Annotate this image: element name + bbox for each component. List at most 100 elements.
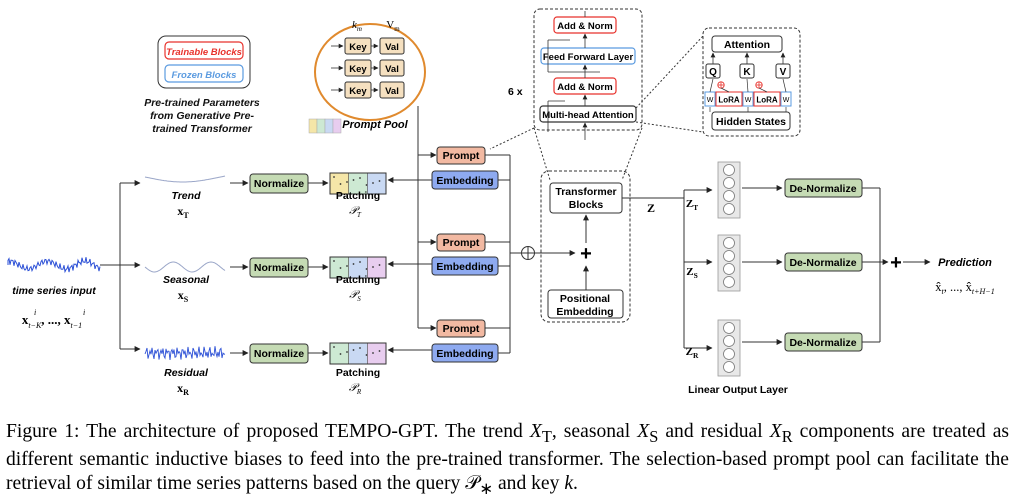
seasonal-patching-box bbox=[329, 256, 387, 279]
legend-trainable: Trainable Blocks bbox=[166, 47, 242, 58]
input-series: time series input xt−K, ..., xt−1 i i bbox=[7, 257, 101, 330]
lora-label: LoRA bbox=[756, 96, 778, 105]
caption-text-1: Figure 1: The architecture of proposed T… bbox=[6, 421, 530, 442]
prediction-formula: x̂t, ..., x̂t+H−1 bbox=[935, 280, 994, 296]
pool-connector bbox=[417, 106, 437, 331]
residual-normalize-label: Normalize bbox=[254, 348, 304, 360]
linear-column-1 bbox=[717, 234, 783, 292]
seasonal-label: Seasonal bbox=[163, 274, 210, 286]
pool-key-label: Key bbox=[349, 42, 367, 53]
seasonal-symbol: xS bbox=[178, 288, 189, 304]
pretrained-note-line2: from Generative Pre- bbox=[150, 110, 254, 122]
linear-column-0 bbox=[717, 161, 783, 219]
residual-patching-label: Patching bbox=[336, 367, 380, 379]
ffn-label: Feed Forward Layer bbox=[543, 52, 634, 63]
prediction-label: Prediction bbox=[938, 257, 992, 269]
caption-p: 𝒫 bbox=[465, 472, 480, 494]
repeat-label: 6 x bbox=[508, 86, 523, 98]
caption-xs-sub: S bbox=[649, 426, 659, 446]
input-branch-lines bbox=[100, 180, 141, 352]
trend-symbol: xT bbox=[177, 204, 189, 220]
pool-val-2 bbox=[379, 81, 405, 99]
caption-xt: X bbox=[529, 421, 542, 442]
pretrained-note: Pre-trained Parameters from Generative P… bbox=[144, 97, 260, 135]
caption-xr-sub: R bbox=[781, 426, 793, 446]
trend-patching-label: Patching bbox=[336, 190, 380, 202]
input-formula-sup2: i bbox=[83, 308, 85, 317]
denormalize-label: De-Normalize bbox=[789, 337, 856, 349]
prompt-pool-v-header: Vm bbox=[386, 19, 400, 33]
caption-text-4: components are treated as different sema… bbox=[6, 421, 1010, 494]
positional-label-2: Embedding bbox=[556, 306, 613, 318]
mha-label: Multi-head Attention bbox=[542, 110, 634, 121]
pool-key-label: Key bbox=[349, 86, 367, 97]
add-norm-bottom: Add & Norm bbox=[557, 82, 612, 93]
pool-val-0 bbox=[379, 37, 405, 55]
pretrained-note-line1: Pre-trained Parameters bbox=[144, 97, 260, 109]
residual-patching-box bbox=[329, 342, 387, 365]
z-sub-label-0: ZT bbox=[686, 198, 698, 212]
residual-symbol: xR bbox=[177, 381, 189, 397]
caption-xr: X bbox=[769, 421, 782, 442]
pool-key-label: Key bbox=[349, 64, 367, 75]
figure-caption: Figure 1: The architecture of proposed T… bbox=[6, 420, 1009, 500]
transformer-column: Transformer Blocks + Positional Embeddin… bbox=[540, 170, 631, 323]
caption-text-3: and residual bbox=[658, 421, 770, 442]
trend-label: Trend bbox=[172, 190, 202, 202]
trend-patching-symbol: 𝒫T bbox=[349, 205, 362, 219]
seasonal-patching-label: Patching bbox=[336, 274, 380, 286]
denormalize-label: De-Normalize bbox=[789, 257, 856, 269]
trend-normalize-label: Normalize bbox=[254, 178, 304, 190]
transformer-label-2: Blocks bbox=[569, 199, 604, 211]
residual-patching-symbol: 𝒫R bbox=[349, 382, 362, 396]
input-label: time series input bbox=[12, 285, 96, 297]
concat-circle bbox=[521, 246, 535, 260]
sum-lines bbox=[862, 187, 931, 343]
linear-column-2 bbox=[717, 319, 783, 377]
z-output bbox=[622, 187, 713, 351]
k-label: K bbox=[743, 67, 751, 78]
v-label: V bbox=[780, 67, 787, 78]
concat-lines bbox=[485, 154, 576, 354]
w-label: W bbox=[745, 97, 752, 104]
pool-val-label: Val bbox=[385, 86, 399, 97]
legend-box: Trainable Blocks Frozen Blocks bbox=[157, 35, 251, 89]
prompt-pool-k-header: km bbox=[352, 19, 362, 33]
caption-text-5: and key bbox=[493, 472, 565, 494]
seasonal-patching-symbol: 𝒫S bbox=[349, 289, 361, 303]
architecture-figure: Trainable Blocks Frozen Blocks Pre-train… bbox=[7, 8, 995, 397]
plus-sign: + bbox=[580, 243, 592, 265]
residual-wave bbox=[144, 346, 226, 361]
trend-patching-box bbox=[329, 172, 387, 195]
pretrained-note-line3: trained Transformer bbox=[152, 123, 252, 135]
linear-output-label: Linear Output Layer bbox=[688, 384, 788, 396]
w-label: W bbox=[707, 97, 714, 104]
embedding-label: Embedding bbox=[436, 261, 493, 273]
caption-p-sub: ∗ bbox=[479, 478, 494, 498]
prompt-pool-title: Prompt Pool bbox=[342, 119, 408, 131]
q-label: Q bbox=[709, 67, 717, 78]
add-norm-top: Add & Norm bbox=[557, 21, 612, 32]
transformer-detail: 6 x Add & Norm Feed Forward Layer Add & … bbox=[508, 8, 643, 140]
pool-val-label: Val bbox=[385, 64, 399, 75]
legend-frozen: Frozen Blocks bbox=[172, 70, 237, 81]
z-sub-label-1: ZS bbox=[686, 266, 698, 280]
zoom-lines-2 bbox=[635, 35, 704, 133]
prompt-pool-swatch bbox=[308, 118, 342, 134]
caption-k: k bbox=[564, 472, 574, 494]
denormalize-label: De-Normalize bbox=[789, 183, 856, 195]
trend-wave bbox=[144, 175, 226, 183]
caption-text-2: , seasonal bbox=[551, 421, 638, 442]
lora-label: LoRA bbox=[718, 96, 740, 105]
prompt-label: Prompt bbox=[443, 150, 480, 162]
transformer-label-1: Transformer bbox=[555, 186, 616, 198]
zoom-lines-1 bbox=[489, 127, 643, 181]
residual-label: Residual bbox=[164, 367, 209, 379]
embedding-label: Embedding bbox=[436, 175, 493, 187]
positional-embedding bbox=[547, 289, 624, 319]
